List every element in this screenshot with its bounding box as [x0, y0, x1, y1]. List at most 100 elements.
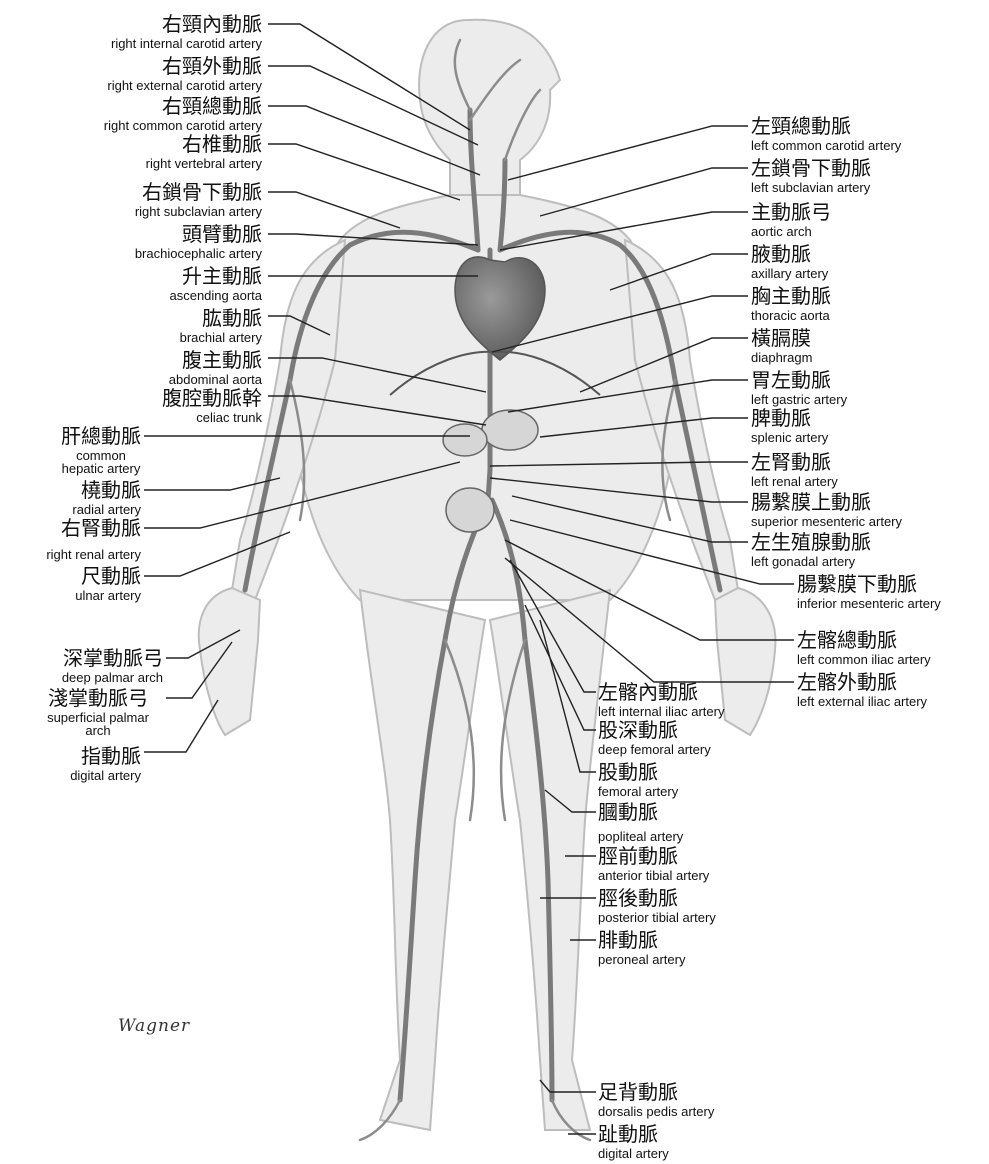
label-zh: 右腎動脈 — [46, 518, 141, 538]
label-zh: 腋動脈 — [751, 244, 828, 264]
label-zh: 肱動脈 — [180, 308, 262, 328]
label-zh: 頭臂動脈 — [135, 224, 262, 244]
label-zh: 淺掌動脈弓 — [33, 688, 163, 708]
label-zh: 左腎動脈 — [751, 452, 838, 472]
label-left-common-carotid: 左頸總動脈 left common carotid artery — [751, 116, 901, 152]
label-en: left gonadal artery — [751, 555, 871, 568]
label-axillary: 腋動脈 axillary artery — [751, 244, 828, 280]
label-en: brachial artery — [180, 331, 262, 344]
label-dorsalis-pedis: 足背動脈 dorsalis pedis artery — [598, 1082, 714, 1118]
label-zh: 脾動脈 — [751, 408, 828, 428]
label-zh: 左髂外動脈 — [797, 672, 927, 692]
label-en: deep femoral artery — [598, 743, 711, 756]
label-abdominal-aorta: 腹主動脈 abdominal aorta — [169, 350, 262, 386]
label-en: diaphragm — [751, 351, 812, 364]
label-zh: 左鎖骨下動脈 — [751, 158, 871, 178]
torso — [300, 195, 670, 600]
label-en: splenic artery — [751, 431, 828, 444]
label-en: axillary artery — [751, 267, 828, 280]
label-zh: 腸繫膜下動脈 — [797, 574, 941, 594]
label-zh: 膕動脈 — [598, 802, 683, 822]
label-en: thoracic aorta — [751, 309, 831, 322]
leader-l-common-carotid — [508, 126, 748, 180]
label-en: right subclavian artery — [135, 205, 262, 218]
label-zh: 主動脈弓 — [751, 202, 831, 222]
label-en: abdominal aorta — [169, 373, 262, 386]
right-leg — [360, 590, 485, 1130]
label-left-renal: 左腎動脈 left renal artery — [751, 452, 838, 488]
label-en: brachiocephalic artery — [135, 247, 262, 260]
label-en: right vertebral artery — [146, 157, 262, 170]
label-peroneal: 腓動脈 peroneal artery — [598, 930, 685, 966]
label-zh: 左頸總動脈 — [751, 116, 901, 136]
label-en: left gastric artery — [751, 393, 847, 406]
label-en: dorsalis pedis artery — [598, 1105, 714, 1118]
label-zh: 橫膈膜 — [751, 328, 812, 348]
label-en: celiac trunk — [162, 411, 262, 424]
label-left-gastric: 胃左動脈 left gastric artery — [751, 370, 847, 406]
label-common-hepatic: 肝總動脈 common hepatic artery — [61, 426, 141, 475]
right-hand — [199, 588, 260, 735]
label-en: digital artery — [598, 1147, 669, 1160]
label-en: left renal artery — [751, 475, 838, 488]
label-left-subclavian: 左鎖骨下動脈 left subclavian artery — [751, 158, 871, 194]
label-en: digital artery — [70, 769, 141, 782]
label-anterior-tibial: 脛前動脈 anterior tibial artery — [598, 846, 709, 882]
label-zh: 左髂內動脈 — [598, 682, 724, 702]
label-diaphragm: 橫膈膜 diaphragm — [751, 328, 812, 364]
label-zh: 股深動脈 — [598, 720, 711, 740]
label-right-renal: 右腎動脈 right renal artery — [46, 518, 141, 561]
label-zh: 趾動脈 — [598, 1124, 669, 1144]
label-right-common-carotid: 右頸總動脈 right common carotid artery — [104, 96, 262, 132]
label-en: right internal carotid artery — [111, 37, 262, 50]
label-thoracic-aorta: 胸主動脈 thoracic aorta — [751, 286, 831, 322]
label-superior-mesenteric: 腸繫膜上動脈 superior mesenteric artery — [751, 492, 902, 528]
label-right-vertebral: 右椎動脈 right vertebral artery — [146, 134, 262, 170]
label-zh: 脛後動脈 — [598, 888, 716, 908]
label-en: peroneal artery — [598, 953, 685, 966]
label-en: left internal iliac artery — [598, 705, 724, 718]
label-right-internal-carotid: 右頸內動脈 right internal carotid artery — [111, 14, 262, 50]
label-zh: 腹腔動脈幹 — [162, 388, 262, 408]
body-silhouette — [199, 20, 776, 1130]
label-en: femoral artery — [598, 785, 678, 798]
label-splenic: 脾動脈 splenic artery — [751, 408, 828, 444]
label-zh: 左髂總動脈 — [797, 630, 931, 650]
label-en: common hepatic artery — [61, 449, 141, 475]
label-en: superficial palmar arch — [33, 711, 163, 737]
label-aortic-arch: 主動脈弓 aortic arch — [751, 202, 831, 238]
label-zh: 肝總動脈 — [61, 426, 141, 446]
label-radial: 橈動脈 radial artery — [72, 480, 141, 516]
label-en: anterior tibial artery — [598, 869, 709, 882]
label-en: superior mesenteric artery — [751, 515, 902, 528]
label-zh: 胃左動脈 — [751, 370, 847, 390]
label-left-external-iliac: 左髂外動脈 left external iliac artery — [797, 672, 927, 708]
label-en: right renal artery — [46, 548, 141, 561]
label-en: left subclavian artery — [751, 181, 871, 194]
label-celiac-trunk: 腹腔動脈幹 celiac trunk — [162, 388, 262, 424]
label-en: right external carotid artery — [107, 79, 262, 92]
label-digital-artery-foot: 趾動脈 digital artery — [598, 1124, 669, 1160]
label-zh: 深掌動脈弓 — [62, 648, 163, 668]
label-zh: 橈動脈 — [72, 480, 141, 500]
label-en: aortic arch — [751, 225, 831, 238]
label-en: ascending aorta — [169, 289, 262, 302]
label-femoral: 股動脈 femoral artery — [598, 762, 678, 798]
label-zh: 右鎖骨下動脈 — [135, 182, 262, 202]
label-zh: 升主動脈 — [169, 266, 262, 286]
label-zh: 左生殖腺動脈 — [751, 532, 871, 552]
label-en: posterior tibial artery — [598, 911, 716, 924]
label-zh: 足背動脈 — [598, 1082, 714, 1102]
label-en: radial artery — [72, 503, 141, 516]
label-popliteal: 膕動脈 popliteal artery — [598, 802, 683, 843]
label-zh: 尺動脈 — [75, 566, 141, 586]
label-en: deep palmar arch — [62, 671, 163, 684]
label-zh: 右頸內動脈 — [111, 14, 262, 34]
label-en: left common iliac artery — [797, 653, 931, 666]
label-right-external-carotid: 右頸外動脈 right external carotid artery — [107, 56, 262, 92]
head-neck — [419, 20, 560, 200]
label-en: ulnar artery — [75, 589, 141, 602]
label-superficial-palmar-arch: 淺掌動脈弓 superficial palmar arch — [33, 688, 163, 737]
label-zh: 股動脈 — [598, 762, 678, 782]
